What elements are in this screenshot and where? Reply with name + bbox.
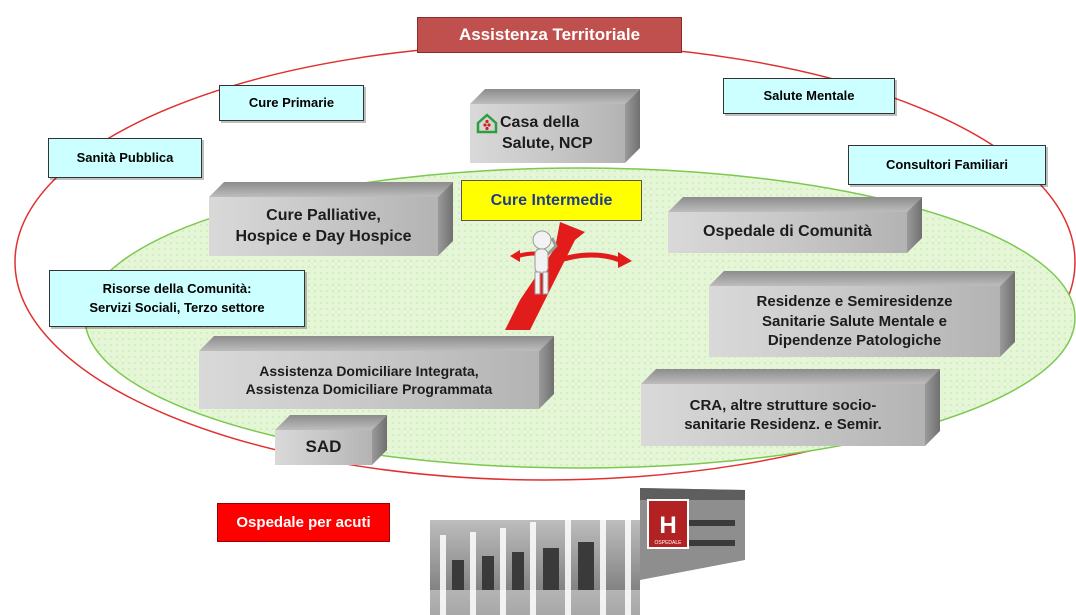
cure-palliative-block: Cure Palliative, Hospice e Day Hospice <box>209 182 453 256</box>
salute-mentale-box: Salute Mentale <box>723 78 895 114</box>
right-red-arrow <box>554 252 621 265</box>
hospital-sign-text: OSPEDALE <box>655 540 683 546</box>
cure-intermedie-box: Cure Intermedie <box>461 180 642 221</box>
sanita-pubblica-box: Sanità Pubblica <box>48 138 202 178</box>
risorse-comunita-box: Risorse della Comunità: Servizi Sociali,… <box>49 270 305 327</box>
sad-block: SAD <box>275 415 387 465</box>
casa-salute-logo-icon <box>476 113 498 134</box>
casa-salute-block: Casa della Salute, NCP <box>470 89 640 163</box>
adi-block: Assistenza Domiciliare Integrata, Assist… <box>199 336 554 409</box>
casa-salute-line1: Casa della <box>500 113 580 131</box>
thinking-figure-icon <box>532 230 558 295</box>
assistenza-territoriale-title: Assistenza Territoriale <box>417 17 682 53</box>
ospedale-per-acuti-box: Ospedale per acuti <box>217 503 390 542</box>
casa-salute-line2: Salute, NCP <box>502 135 593 153</box>
svg-text:H: H <box>659 512 676 539</box>
residenze-block: Residenze e Semiresidenze Sanitarie Salu… <box>709 271 1015 357</box>
consultori-familiari-box: Consultori Familiari <box>848 145 1046 185</box>
cure-primarie-box: Cure Primarie <box>219 85 364 121</box>
title-text: Assistenza Territoriale <box>458 25 641 44</box>
hospital-building-icon: H OSPEDALE <box>430 488 745 615</box>
ospedale-comunita-block: Ospedale di Comunità <box>668 197 922 253</box>
cra-block: CRA, altre strutture socio- sanitarie Re… <box>641 369 940 446</box>
